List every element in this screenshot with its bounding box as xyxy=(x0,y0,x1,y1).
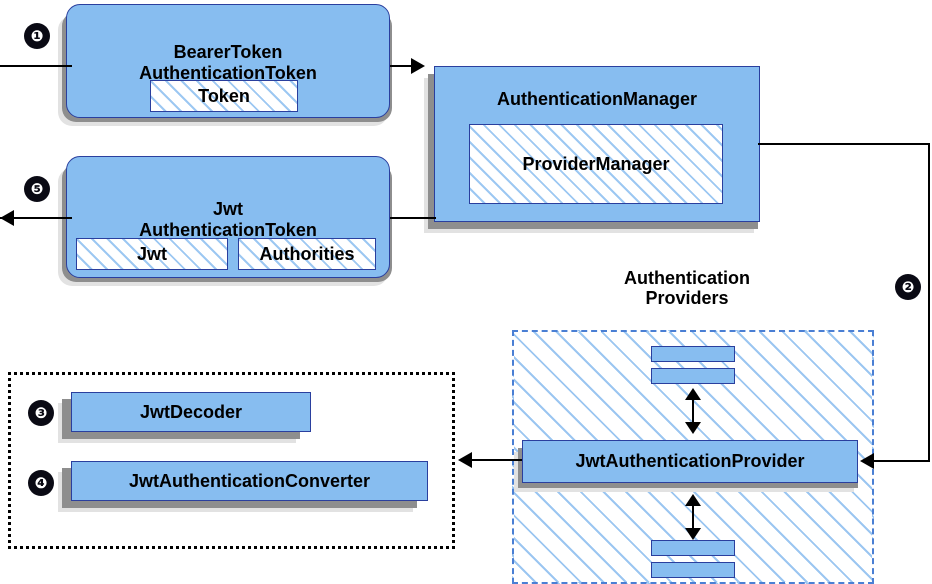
connector-provider-to-decoders xyxy=(472,459,522,461)
jwt-token-title-line2: AuthenticationToken xyxy=(139,220,317,240)
connector-manager-to-jwt-token xyxy=(390,217,436,219)
jwt-token-title-line1: Jwt xyxy=(212,199,243,219)
connector-provider-top-double xyxy=(692,392,694,430)
connector-step2-top xyxy=(758,143,930,145)
arrowhead-provider-bottom-down xyxy=(685,528,701,540)
provider-stub-top-bar-1 xyxy=(651,346,735,362)
provider-stub-bottom-bar-1 xyxy=(651,540,735,556)
jwt-decoder-box[interactable]: JwtDecoder xyxy=(71,392,311,432)
step-badge-5: ❺ xyxy=(24,176,50,202)
arrowhead-token-to-manager xyxy=(411,58,425,74)
step-badge-4: ❹ xyxy=(28,470,54,496)
authentication-providers-caption: Authentication Providers xyxy=(512,268,862,308)
jwt-authentication-provider-box[interactable]: JwtAuthenticationProvider xyxy=(522,440,858,483)
authentication-providers-caption-line1: Authentication xyxy=(624,268,750,288)
arrowhead-step2-into-provider xyxy=(860,453,874,469)
jwt-authentication-converter-box[interactable]: JwtAuthenticationConverter xyxy=(71,461,428,501)
bearer-token-title-line1: BearerToken xyxy=(173,42,283,62)
connector-step2-right xyxy=(928,143,930,461)
jwt-token-inner-jwt-label: Jwt xyxy=(136,243,167,264)
arrowhead-provider-top-up xyxy=(685,388,701,400)
arrowhead-provider-to-decoders xyxy=(458,452,472,468)
bearer-token-inner-token-panel[interactable]: Token xyxy=(150,80,298,112)
authentication-providers-caption-line2: Providers xyxy=(645,288,729,309)
connector-response-out xyxy=(0,217,72,219)
jwt-authentication-provider-label: JwtAuthenticationProvider xyxy=(575,451,805,471)
authentication-manager-title: AuthenticationManager xyxy=(496,89,697,109)
step-badge-2: ❷ xyxy=(895,274,921,300)
provider-stub-top-bar-2 xyxy=(651,368,735,384)
step-badge-3: ❸ xyxy=(28,400,54,426)
jwt-token-inner-authorities-label: Authorities xyxy=(259,243,355,264)
bearer-token-title-line2: AuthenticationToken xyxy=(139,63,317,83)
jwt-token-inner-jwt-panel[interactable]: Jwt xyxy=(76,238,228,270)
bearer-token-inner-token-label: Token xyxy=(198,85,250,106)
arrowhead-provider-bottom-up xyxy=(685,494,701,506)
provider-manager-panel[interactable]: ProviderManager xyxy=(469,124,723,204)
connector-request-in xyxy=(0,65,72,67)
jwt-token-inner-authorities-panel[interactable]: Authorities xyxy=(238,238,376,270)
arrowhead-response-out xyxy=(0,210,14,226)
provider-stub-bottom-bar-2 xyxy=(651,562,735,578)
provider-manager-label: ProviderManager xyxy=(522,153,670,174)
jwt-decoder-label: JwtDecoder xyxy=(139,401,243,422)
arrowhead-provider-top-down xyxy=(685,422,701,434)
jwt-authentication-converter-label: JwtAuthenticationConverter xyxy=(128,470,371,491)
step-badge-1: ❶ xyxy=(24,23,50,49)
connector-token-to-manager xyxy=(390,65,420,67)
connector-provider-bottom-double xyxy=(692,498,694,536)
connector-step2-bottom xyxy=(872,460,930,462)
